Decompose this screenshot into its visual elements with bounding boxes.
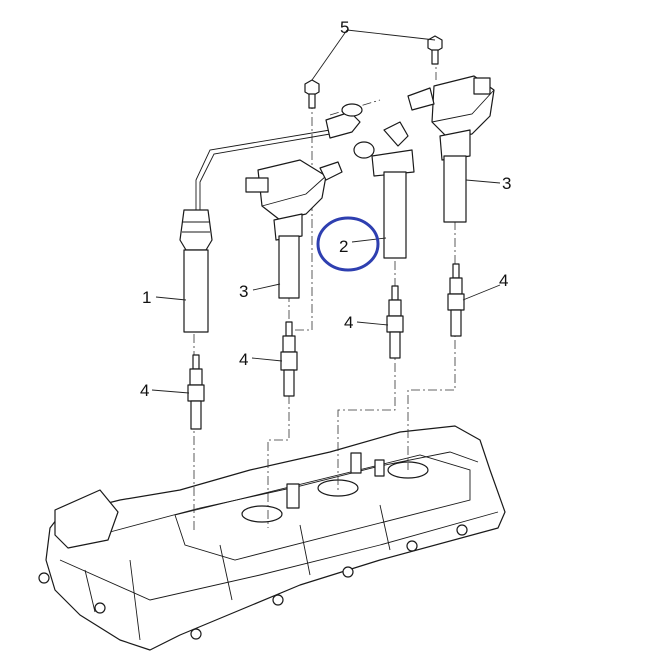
callout-4-mid-right: 4 xyxy=(344,313,353,332)
ignition-coil-tube xyxy=(353,121,415,259)
plug-lead xyxy=(179,103,363,333)
highlight-circle xyxy=(316,216,380,272)
callout-5: 5 xyxy=(340,18,349,37)
ignition-coil-left xyxy=(245,159,343,299)
spark-plug-3 xyxy=(386,285,404,359)
bolt-right xyxy=(427,35,443,65)
ignition-coil-right xyxy=(407,75,495,223)
leader-lines xyxy=(151,29,501,394)
spark-plug-1 xyxy=(187,354,205,430)
callout-4-right: 4 xyxy=(499,271,508,290)
callout-3-left: 3 xyxy=(239,282,248,301)
callout-4-left: 4 xyxy=(140,381,149,400)
spark-plug-4 xyxy=(447,263,465,337)
callout-4-mid-left: 4 xyxy=(239,350,248,369)
callout-3-right: 3 xyxy=(502,174,511,193)
spark-plug-2 xyxy=(280,321,298,397)
callout-1: 1 xyxy=(142,288,151,307)
valve-cover xyxy=(38,425,506,651)
callout-labels: 5 1 3 3 2 4 4 4 4 xyxy=(140,18,511,400)
bolt-left xyxy=(304,79,320,109)
callout-2: 2 xyxy=(339,237,348,256)
